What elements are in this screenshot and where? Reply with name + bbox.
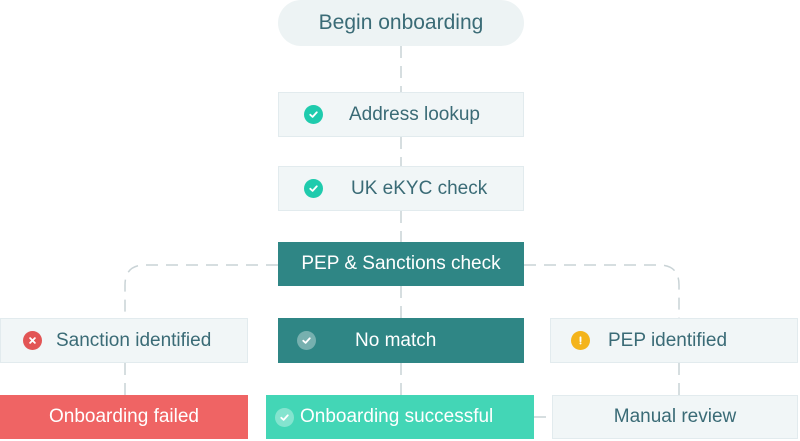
pep-sanctions-check-node: PEP & Sanctions check <box>278 242 524 286</box>
address-lookup-label: Address lookup <box>349 103 480 125</box>
pep-sanctions-check-label: PEP & Sanctions check <box>301 253 501 274</box>
pep-identified-label: PEP identified <box>608 329 728 351</box>
onboarding-failed-label: Onboarding failed <box>49 406 199 427</box>
no-match-label: No match <box>355 329 437 351</box>
check-circle-icon <box>275 407 294 427</box>
sanction-identified-label: Sanction identified <box>56 329 212 351</box>
begin-onboarding-label: Begin onboarding <box>318 11 484 34</box>
onboarding-failed-node: Onboarding failed <box>0 395 248 439</box>
manual-review-label: Manual review <box>613 406 737 427</box>
uk-ekyc-check-node: UK eKYC check <box>278 166 524 211</box>
onboarding-successful-node: Onboarding successful <box>266 395 534 439</box>
pep-identified-node: PEP identified <box>550 318 798 363</box>
manual-review-node: Manual review <box>552 395 798 439</box>
x-circle-icon <box>23 331 42 350</box>
sanction-identified-node: Sanction identified <box>0 318 248 363</box>
uk-ekyc-check-label: UK eKYC check <box>351 177 488 199</box>
onboarding-successful-label: Onboarding successful <box>300 406 494 427</box>
check-circle-icon <box>304 105 323 124</box>
no-match-node: No match <box>278 318 524 363</box>
begin-onboarding-node: Begin onboarding <box>278 0 524 46</box>
check-circle-icon <box>304 179 323 198</box>
check-circle-icon <box>297 331 316 350</box>
exclamation-circle-icon <box>571 331 590 350</box>
address-lookup-node: Address lookup <box>278 92 524 137</box>
